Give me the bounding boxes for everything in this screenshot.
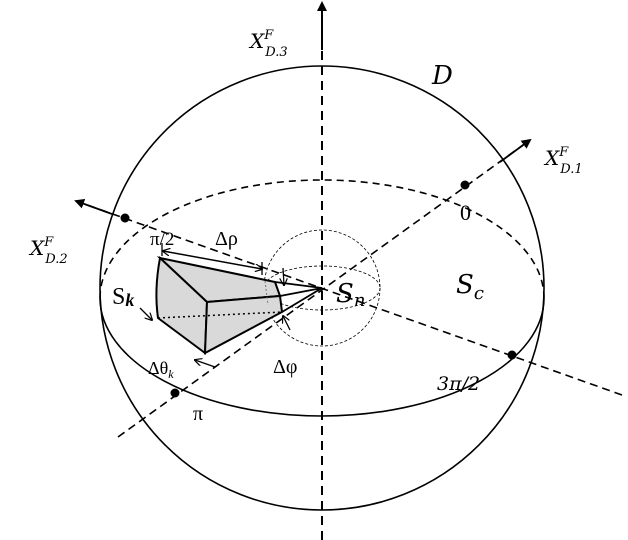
delta-phi-label: Δφ: [273, 356, 297, 378]
axis-2-arrow: [74, 199, 113, 215]
angle-pi-label: π: [193, 403, 203, 425]
angle-three-half-pi-label: 3π/2: [437, 373, 480, 395]
delta-phi-arrow: [283, 316, 291, 331]
delta-rho-label: Δρ: [215, 228, 238, 250]
sc-label: Sc: [456, 270, 484, 304]
point-pi: [170, 388, 180, 398]
delta-rho-arrow: [163, 251, 262, 269]
delta-theta-arrow: [195, 360, 216, 368]
sk-pointer-arrow: [139, 307, 152, 320]
domain-label: D: [431, 61, 453, 91]
axis-1-arrow: [499, 138, 532, 163]
sk-label: Sk: [112, 284, 134, 310]
sn-label: Sn: [336, 279, 365, 311]
delta-theta-label: Δθk: [148, 358, 174, 381]
angle-zero-label: 0: [460, 200, 471, 225]
equator-back: [99, 179, 545, 299]
axis-2: [75, 200, 623, 396]
wedge-sk: [155, 256, 323, 355]
point-zero: [460, 180, 470, 190]
point-three-half-pi: [507, 350, 517, 360]
delta-phi-arrow-top: [283, 267, 284, 285]
point-half-pi: [120, 213, 130, 223]
angle-half-pi-label: π/2: [150, 229, 174, 250]
